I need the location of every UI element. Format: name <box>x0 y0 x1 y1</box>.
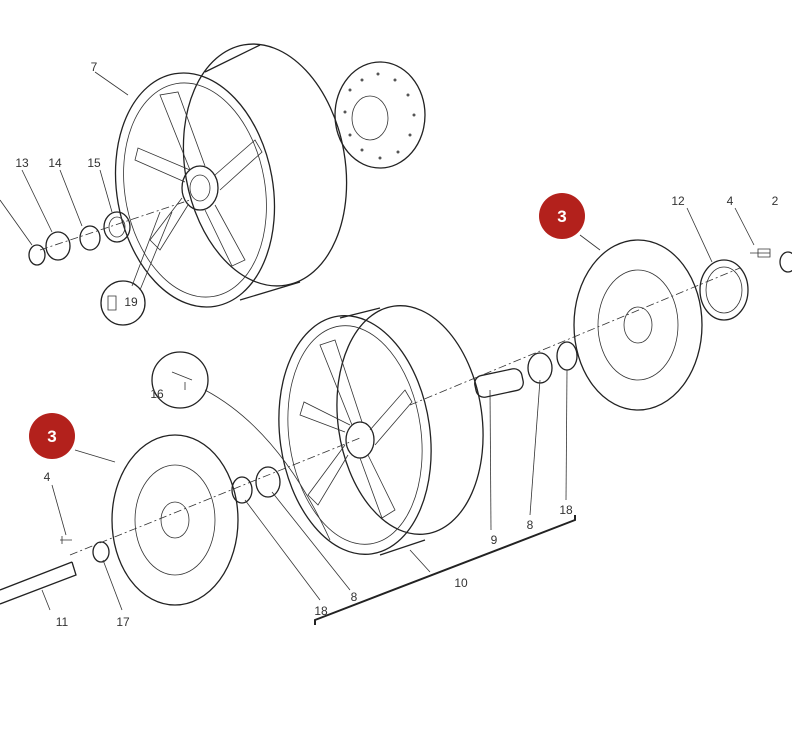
callout-2: 2 <box>772 194 779 208</box>
callout-11: 11 <box>56 615 69 629</box>
callout-16: 16 <box>150 387 164 401</box>
callout-9: 9 <box>491 533 498 547</box>
badge-label: 3 <box>557 207 566 226</box>
callout-14: 14 <box>48 156 62 170</box>
callouts: 7 13 14 15 19 16 12 4 2 4 11 17 18 8 10 … <box>15 60 778 629</box>
callout-8: 8 <box>527 518 534 532</box>
badge-rear-disc: 3 <box>539 193 585 239</box>
callout-4: 4 <box>44 470 51 484</box>
front-wheel[interactable] <box>264 296 497 564</box>
callout-19: 19 <box>124 295 138 309</box>
callout-15: 15 <box>87 156 101 170</box>
badge-label: 3 <box>47 427 56 446</box>
callout-7: 7 <box>91 60 98 74</box>
callout-10: 10 <box>454 576 468 590</box>
callout-12: 12 <box>671 194 685 208</box>
callout-4: 4 <box>727 194 734 208</box>
badge-front-disc: 3 <box>29 413 75 459</box>
rear-brake-disc[interactable] <box>334 61 426 169</box>
front-disc-right[interactable] <box>409 239 792 411</box>
callout-13: 13 <box>15 156 29 170</box>
callout-18: 18 <box>559 503 573 517</box>
rear-wheel[interactable] <box>98 31 365 320</box>
callout-18: 18 <box>314 604 328 618</box>
callout-17: 17 <box>116 615 130 629</box>
leader-lines <box>41 207 755 625</box>
rear-axle-parts <box>0 71 191 326</box>
callout-8: 8 <box>351 590 358 604</box>
front-disc-left[interactable] <box>0 351 361 606</box>
